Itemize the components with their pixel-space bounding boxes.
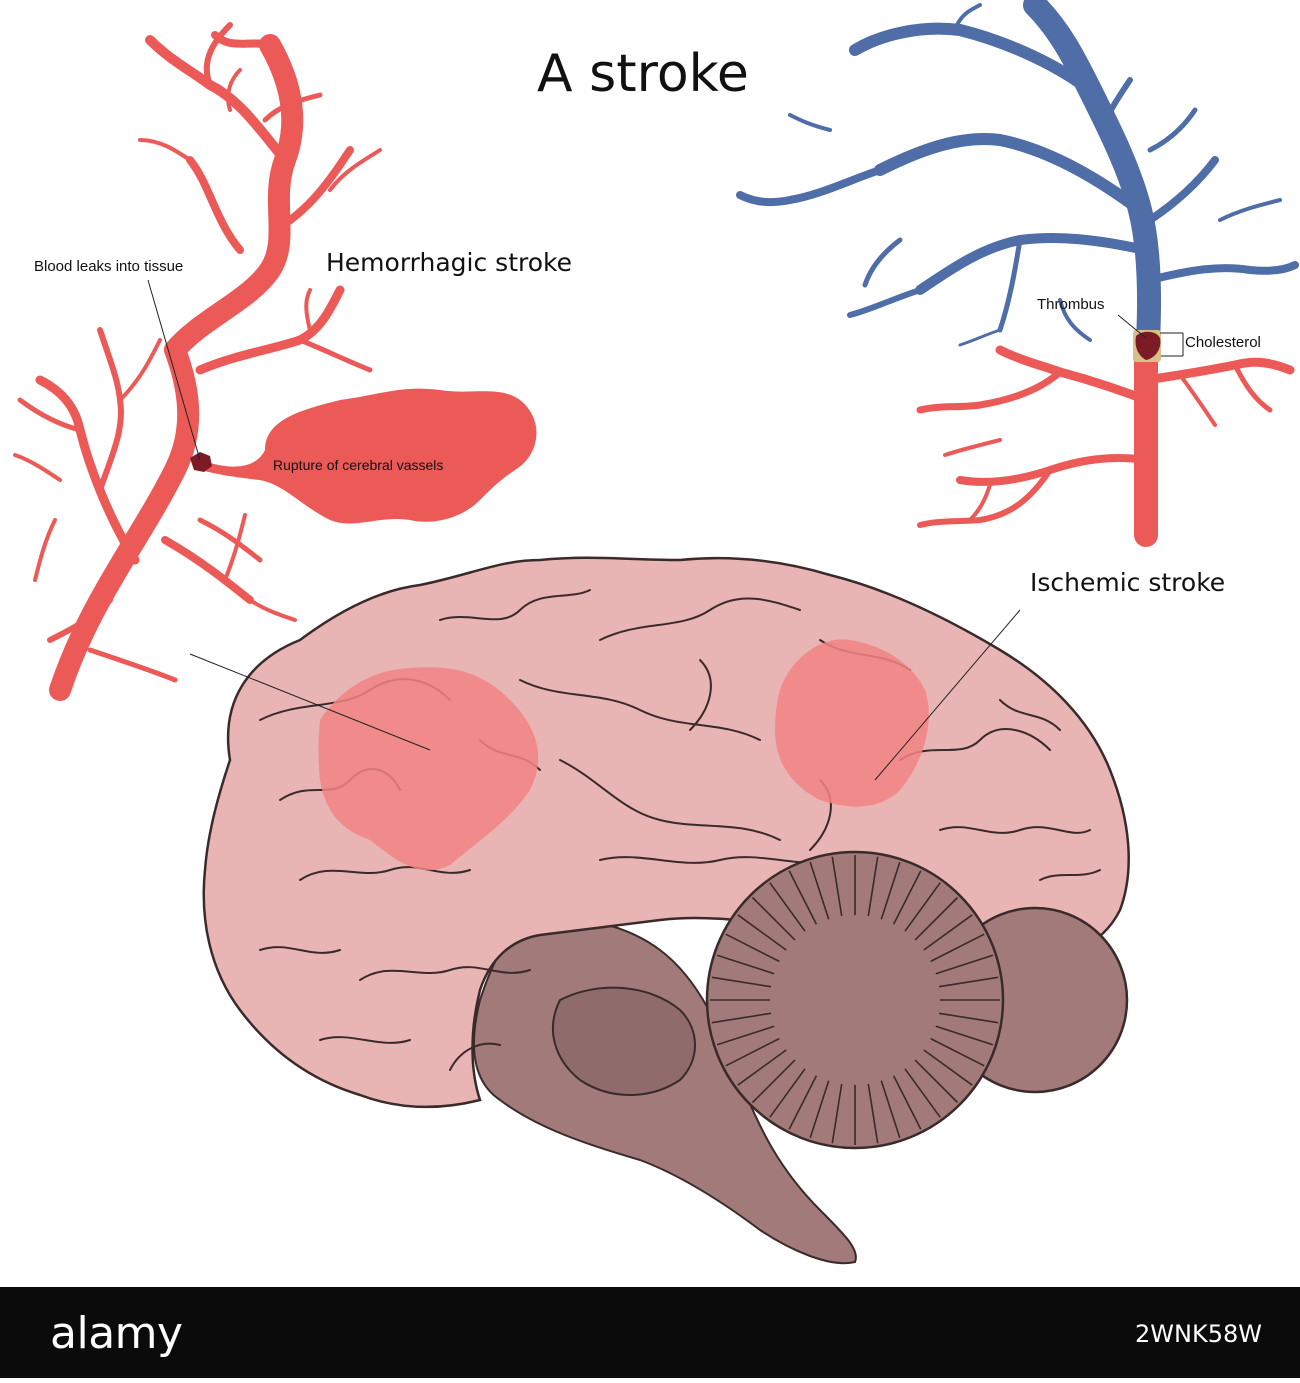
folium-line <box>809 861 830 920</box>
ischemic-lesion <box>775 639 929 807</box>
thrombus-label: Thrombus <box>1037 296 1105 313</box>
folium-line <box>867 1083 879 1144</box>
ischemic-artery-tree <box>916 345 1295 547</box>
folium-line <box>737 914 787 951</box>
folium-line <box>880 1080 901 1139</box>
folium-line <box>867 856 879 917</box>
hemorrhagic-leader <box>189 653 431 751</box>
thrombus-leader <box>1117 314 1147 339</box>
midbrain <box>551 986 696 1096</box>
folium-line <box>938 1012 999 1024</box>
hemorrhage-pool <box>200 388 537 524</box>
folium-line <box>711 1012 772 1024</box>
folium-line <box>938 976 999 988</box>
folium-line <box>923 914 973 951</box>
folium-line <box>930 933 985 963</box>
folium-line <box>831 856 843 917</box>
rupture-point <box>190 452 212 472</box>
ischemic-leader <box>874 609 1021 781</box>
stock-logo: alamy <box>50 1308 183 1359</box>
hemorrhagic-stroke-label: Hemorrhagic stroke <box>326 248 572 277</box>
folium-line <box>725 933 780 963</box>
folium-line <box>935 1025 994 1046</box>
stock-image-id: 2WNK58W <box>1135 1320 1262 1348</box>
folium-line <box>751 1059 796 1104</box>
folium-line <box>935 954 994 975</box>
folium-line <box>725 1037 780 1067</box>
stock-footer-bar <box>0 1287 1300 1378</box>
folium-line <box>737 1049 787 1086</box>
folium-line <box>711 976 772 988</box>
blood-leaks-leader <box>147 279 201 461</box>
ischemic-stroke-label: Ischemic stroke <box>1030 568 1226 597</box>
thrombus-clot <box>1135 331 1161 360</box>
folium-line <box>751 896 796 941</box>
folium-line <box>923 1049 973 1086</box>
folium-line <box>904 1068 941 1118</box>
hemorrhagic-lesion <box>318 667 539 871</box>
diagram-title: A stroke <box>537 44 749 104</box>
folium-line <box>769 882 806 932</box>
folium-line <box>914 1059 959 1104</box>
folium-line <box>892 870 922 925</box>
blood-leaks-label: Blood leaks into tissue <box>34 258 184 275</box>
brain <box>189 556 1130 1265</box>
folium-line <box>769 1068 806 1118</box>
folium-line <box>904 882 941 932</box>
folium-line <box>892 1075 922 1130</box>
folium-line <box>716 1025 775 1046</box>
folium-line <box>716 954 775 975</box>
folium-line <box>914 896 959 941</box>
folium-line <box>930 1037 985 1067</box>
folium-line <box>788 870 818 925</box>
folium-line <box>788 1075 818 1130</box>
folium-line <box>831 1083 843 1144</box>
folium-line <box>809 1080 830 1139</box>
rupture-label: Rupture of cerebral vassels <box>273 457 444 473</box>
ischemic-vein-tree <box>736 0 1299 352</box>
hemorrhagic-artery-tree <box>13 22 382 701</box>
cholesterol-label: Cholesterol <box>1185 334 1261 351</box>
cerebellum-folia <box>710 855 1000 1145</box>
folium-line <box>880 861 901 920</box>
